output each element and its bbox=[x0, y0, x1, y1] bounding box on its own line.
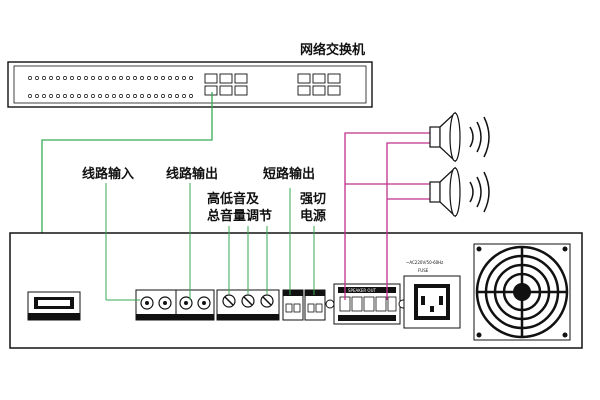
network-switch bbox=[7, 61, 373, 108]
led-icon bbox=[70, 94, 74, 98]
fuse-label: FUSE bbox=[418, 268, 429, 273]
led-icon bbox=[133, 76, 137, 80]
line-out-module bbox=[175, 289, 215, 321]
master-volume-knob[interactable] bbox=[260, 294, 274, 308]
ethernet-port[interactable] bbox=[327, 73, 341, 84]
switch-ports bbox=[204, 73, 341, 96]
ethernet-port[interactable] bbox=[297, 73, 311, 84]
line-in-module bbox=[135, 289, 177, 321]
ethernet-port[interactable] bbox=[234, 73, 248, 84]
led-icon bbox=[35, 76, 39, 80]
led-icon bbox=[98, 94, 102, 98]
switch-indicator-leds bbox=[28, 76, 193, 98]
led-icon bbox=[91, 94, 95, 98]
ethernet-port[interactable] bbox=[234, 85, 248, 96]
led-icon bbox=[168, 94, 172, 98]
led-icon bbox=[105, 94, 109, 98]
speaker-icon bbox=[429, 166, 490, 218]
led-icon bbox=[161, 94, 165, 98]
led-icon bbox=[182, 76, 186, 80]
power-rating-label: ~AC220V/50-60Hz bbox=[406, 260, 443, 265]
led-icon bbox=[84, 94, 88, 98]
ethernet-port[interactable] bbox=[219, 85, 233, 96]
ethernet-port[interactable] bbox=[219, 73, 233, 84]
led-icon bbox=[84, 76, 88, 80]
led-icon bbox=[161, 76, 165, 80]
ethernet-port[interactable] bbox=[297, 85, 311, 96]
led-icon bbox=[70, 76, 74, 80]
led-icon bbox=[175, 76, 179, 80]
led-icon bbox=[49, 76, 53, 80]
speaker-cables bbox=[344, 132, 430, 300]
led-icon bbox=[126, 76, 130, 80]
led-icon bbox=[154, 94, 158, 98]
led-icon bbox=[91, 76, 95, 80]
line-in-label: 线路输入 bbox=[82, 166, 134, 182]
led-icon bbox=[119, 94, 123, 98]
led-icon bbox=[42, 94, 46, 98]
power-inlet: ~AC220V/50-60Hz FUSE bbox=[403, 260, 461, 329]
led-icon bbox=[189, 94, 193, 98]
led-icon bbox=[175, 94, 179, 98]
tone-volume-module bbox=[216, 289, 280, 321]
speaker-out-label: SPEAKER OUT bbox=[348, 288, 376, 293]
led-icon bbox=[42, 76, 46, 80]
led-icon bbox=[112, 94, 116, 98]
led-icon bbox=[98, 76, 102, 80]
led-icon bbox=[189, 76, 193, 80]
ethernet-port[interactable] bbox=[312, 73, 326, 84]
led-icon bbox=[63, 94, 67, 98]
led-icon bbox=[112, 76, 116, 80]
ethernet-port[interactable] bbox=[204, 73, 218, 84]
short-output-label: 短路输出 bbox=[263, 166, 315, 182]
ethernet-port[interactable] bbox=[327, 85, 341, 96]
led-icon bbox=[154, 76, 158, 80]
led-icon bbox=[119, 76, 123, 80]
tone-label-line2: 总音量调节 bbox=[207, 208, 272, 224]
speaker-icon bbox=[429, 111, 490, 163]
led-icon bbox=[126, 94, 130, 98]
network-port-module bbox=[27, 291, 81, 321]
ethernet-port[interactable] bbox=[204, 85, 218, 96]
fan-grille-icon bbox=[473, 243, 571, 341]
line-out-label: 线路输出 bbox=[166, 166, 218, 182]
amplifier-rear-panel: SPEAKER OUT ~AC220V/50-60Hz FUSE bbox=[9, 232, 583, 349]
led-icon bbox=[168, 76, 172, 80]
led-icon bbox=[105, 76, 109, 80]
led-icon bbox=[140, 76, 144, 80]
switch-title: 网络交换机 bbox=[300, 42, 365, 58]
led-icon bbox=[56, 76, 60, 80]
led-icon bbox=[28, 76, 32, 80]
led-icon bbox=[63, 76, 67, 80]
short-output-terminal bbox=[282, 289, 304, 321]
treble-knob[interactable] bbox=[222, 294, 236, 308]
led-icon bbox=[182, 94, 186, 98]
force-power-label-line1: 强切 bbox=[300, 192, 326, 207]
screw-icon bbox=[325, 299, 335, 309]
led-icon bbox=[147, 94, 151, 98]
led-icon bbox=[133, 94, 137, 98]
bass-knob[interactable] bbox=[241, 294, 255, 308]
ethernet-port[interactable] bbox=[312, 85, 326, 96]
led-icon bbox=[28, 94, 32, 98]
led-icon bbox=[35, 94, 39, 98]
network-cable bbox=[41, 92, 213, 295]
led-icon bbox=[77, 94, 81, 98]
led-icon bbox=[56, 94, 60, 98]
force-power-terminal bbox=[304, 289, 326, 321]
force-power-label-line2: 电源 bbox=[300, 208, 326, 224]
led-icon bbox=[147, 76, 151, 80]
led-icon bbox=[77, 76, 81, 80]
tone-label-line1: 高低音及 bbox=[207, 191, 260, 207]
led-icon bbox=[49, 94, 53, 98]
speaker-out-terminal: SPEAKER OUT bbox=[333, 283, 401, 325]
led-icon bbox=[140, 94, 144, 98]
